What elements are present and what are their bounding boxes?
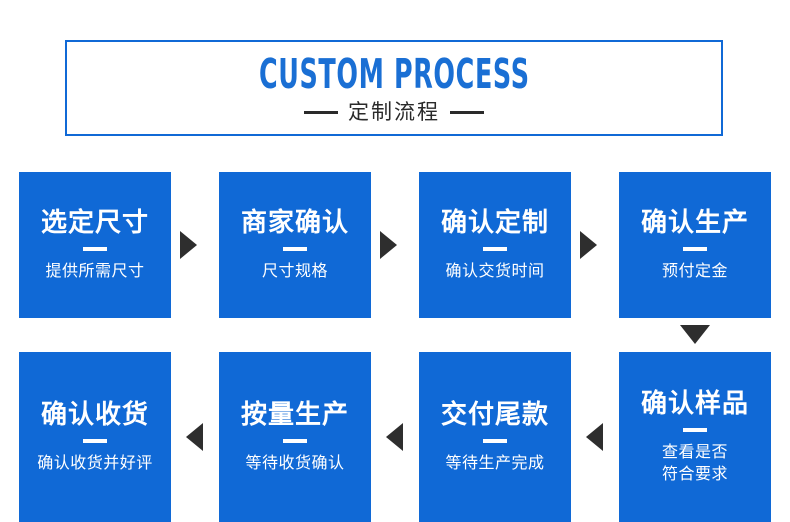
flow-step-description: 提供所需尺寸	[45, 260, 144, 282]
title-divider	[283, 247, 307, 251]
arrow-down-icon	[680, 325, 710, 344]
flow-step-1[interactable]: 选定尺寸 提供所需尺寸	[19, 172, 171, 318]
subtitle-row: 定制流程	[304, 100, 484, 124]
flow-step-description: 确认交货时间	[445, 260, 544, 282]
rule-right-decoration	[450, 110, 484, 114]
flow-step-title: 按量生产	[240, 400, 349, 430]
flow-step-description: 等待生产完成	[445, 452, 544, 474]
flow-step-8[interactable]: 确认收货 确认收货并好评	[19, 352, 171, 522]
arrow-right-icon	[380, 231, 397, 259]
flow-step-description-line: 尺寸规格	[261, 261, 328, 280]
flow-step-description-line: 符合要求	[661, 464, 728, 483]
arrow-left-icon	[186, 423, 203, 451]
flow-step-description: 查看是否 符合要求	[662, 441, 728, 485]
flow-step-description-line: 查看是否	[661, 442, 728, 461]
flow-step-description-line: 预付定金	[661, 261, 728, 280]
arrow-left-icon	[386, 423, 403, 451]
flow-step-description-line: 确认交货时间	[445, 261, 545, 280]
flow-step-7[interactable]: 按量生产 等待收货确认	[219, 352, 371, 522]
rule-left-decoration	[304, 110, 338, 114]
title-divider	[83, 439, 107, 443]
title-divider	[683, 247, 707, 251]
flow-step-title: 确认生产	[640, 208, 749, 238]
flow-step-description-line: 等待生产完成	[445, 453, 545, 472]
page-title: CUSTOM PROCESS	[258, 50, 530, 98]
flow-step-title: 交付尾款	[440, 400, 549, 430]
title-divider	[283, 439, 307, 443]
flow-step-5[interactable]: 确认样品 查看是否 符合要求	[619, 352, 771, 522]
title-divider	[683, 428, 707, 432]
title-divider	[483, 247, 507, 251]
arrow-right-icon	[180, 231, 197, 259]
flow-step-description-line: 提供所需尺寸	[45, 261, 145, 280]
flow-step-title: 商家确认	[240, 208, 349, 238]
flow-step-4[interactable]: 确认生产 预付定金	[619, 172, 771, 318]
flow-step-6[interactable]: 交付尾款 等待生产完成	[419, 352, 571, 522]
flow-step-description-line: 确认收货并好评	[37, 453, 153, 472]
flow-step-description: 等待收货确认	[245, 452, 344, 474]
flow-step-description: 确认收货并好评	[37, 452, 153, 474]
header-banner: CUSTOM PROCESS 定制流程	[65, 40, 723, 136]
arrow-right-icon	[580, 231, 597, 259]
flow-step-title: 确认定制	[440, 208, 549, 238]
flow-step-description-line: 等待收货确认	[245, 453, 345, 472]
flow-step-2[interactable]: 商家确认 尺寸规格	[219, 172, 371, 318]
flow-step-title: 确认收货	[40, 400, 149, 430]
flow-step-title: 选定尺寸	[40, 208, 149, 238]
arrow-left-icon	[586, 423, 603, 451]
flow-step-description: 预付定金	[662, 260, 728, 282]
title-divider	[483, 439, 507, 443]
title-divider	[83, 247, 107, 251]
flow-step-3[interactable]: 确认定制 确认交货时间	[419, 172, 571, 318]
flow-step-description: 尺寸规格	[262, 260, 328, 282]
flow-step-title: 确认样品	[640, 389, 749, 419]
page-subtitle: 定制流程	[348, 100, 440, 124]
